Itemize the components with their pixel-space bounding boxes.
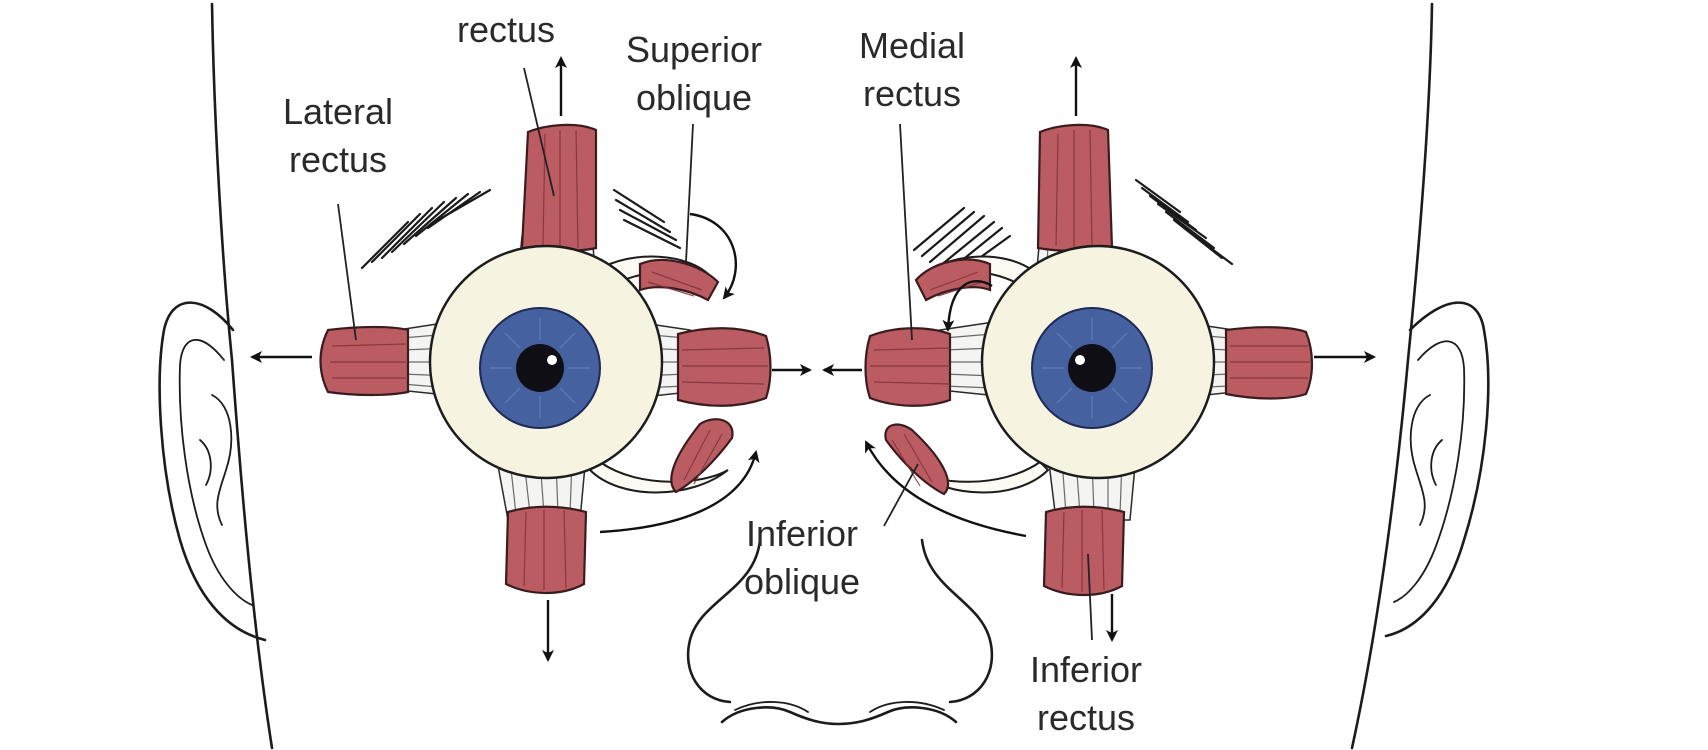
- head-left-contour: [210, 2, 274, 750]
- right-ear: [1384, 301, 1490, 638]
- head-right-contour: [1350, 2, 1434, 750]
- right-superior-rectus: [1036, 123, 1114, 253]
- nose: [686, 538, 994, 726]
- left-pupil: [516, 344, 564, 392]
- label-medial-rectus-line2: rectus: [863, 73, 961, 114]
- left-superior-rectus: [520, 123, 598, 253]
- left-inferior-oblique-sling: [588, 460, 729, 494]
- right-medial-rectus: [864, 327, 952, 407]
- pointer-superior-oblique: [685, 123, 694, 263]
- right-inferior-oblique: [884, 423, 950, 496]
- right-eye-group: [822, 56, 1376, 642]
- label-inferior-rectus-line2: rectus: [1037, 697, 1135, 738]
- left-pupil-glint: [547, 355, 557, 365]
- label-superior-oblique-line2: oblique: [636, 77, 752, 118]
- right-superior-oblique-arrow: [942, 280, 993, 332]
- label-medial-rectus-line1: Medial: [859, 25, 965, 66]
- right-iris-striations: [1042, 318, 1142, 418]
- pointer-inferior-rectus: [1087, 553, 1093, 641]
- left-superior-oblique: [638, 258, 720, 302]
- right-inferior-rectus: [1042, 505, 1126, 597]
- right-lateral-rectus: [1224, 326, 1314, 400]
- label-inferior-oblique-line2: oblique: [744, 561, 860, 602]
- label-superior-oblique-line1: Superior: [626, 29, 762, 70]
- right-inferior-oblique-arrow: [864, 440, 1027, 538]
- right-eyebrow: [1134, 178, 1234, 266]
- label-inferior-oblique-line1: Inferior: [746, 513, 858, 554]
- face-outline: [158, 2, 1490, 750]
- label-inferior-rectus-line1: Inferior: [1030, 649, 1142, 690]
- right-pupil: [1068, 344, 1116, 392]
- label-lateral-rectus-line2: rectus: [289, 139, 387, 180]
- left-eyebrow: [360, 188, 492, 270]
- left-ear: [158, 301, 267, 642]
- labels: rectus Superior oblique Medial rectus La…: [283, 9, 1142, 738]
- left-medial-rectus: [676, 327, 772, 407]
- left-inferior-oblique-arrow: [599, 450, 760, 534]
- left-superior-oblique-arrow: [689, 212, 738, 300]
- label-lateral-rectus-line1: Lateral: [283, 91, 393, 132]
- label-superior-rectus: rectus: [457, 9, 555, 50]
- left-inferior-rectus: [504, 505, 588, 595]
- pointer-medial-rectus: [899, 123, 913, 341]
- pointer-lateral-rectus: [337, 203, 357, 341]
- label-pointers: [337, 67, 1093, 641]
- pointer-superior-rectus: [523, 67, 555, 197]
- left-lateral-rectus: [319, 325, 410, 397]
- right-superior-oblique: [914, 258, 992, 302]
- right-side-brow-left-eye: [612, 188, 682, 250]
- pointer-inferior-oblique: [883, 463, 919, 527]
- right-pupil-glint: [1075, 355, 1085, 365]
- left-iris-striations: [490, 318, 590, 418]
- left-eye-group: [250, 56, 812, 662]
